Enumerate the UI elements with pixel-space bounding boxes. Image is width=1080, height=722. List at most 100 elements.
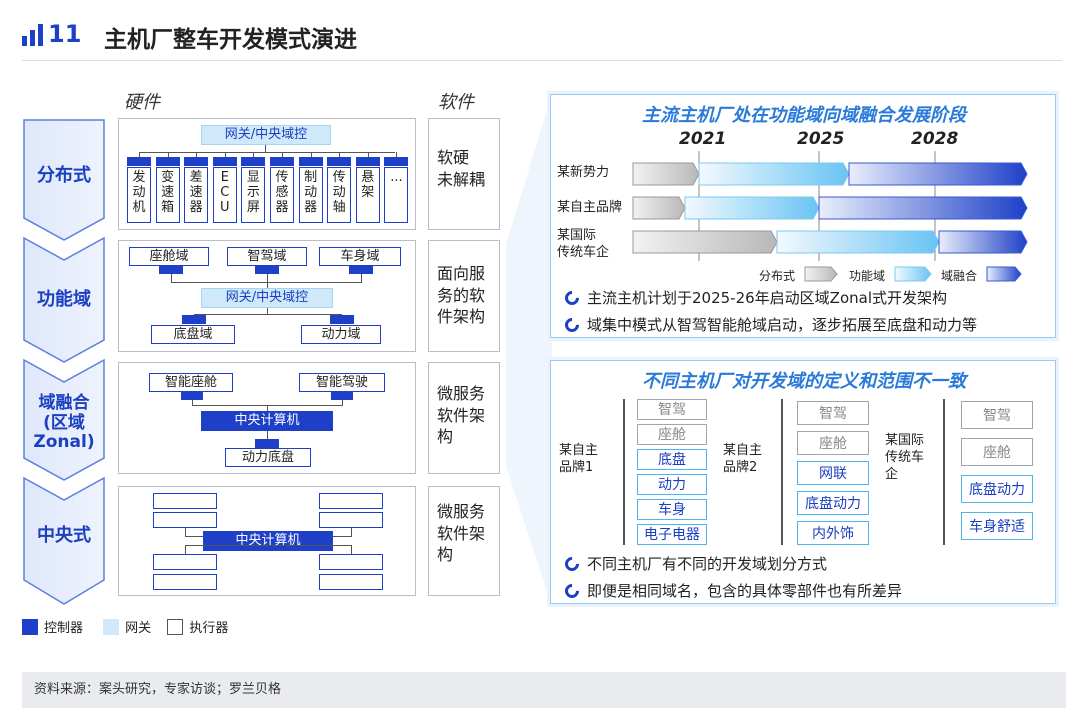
- domain-tag: 座舱: [961, 438, 1033, 466]
- page-title: 主机厂整车开发模式演进: [104, 27, 357, 53]
- connector: [396, 152, 398, 157]
- connector: [139, 152, 395, 153]
- bullet-icon: [562, 288, 582, 308]
- domain-tag: 座舱: [637, 424, 707, 445]
- domain-tag: 底盘: [637, 449, 707, 470]
- domain-smart-driving: 智能驾驶: [299, 373, 385, 392]
- stage-chevrons: [23, 119, 105, 605]
- actuator-box: [153, 493, 217, 509]
- ecu-component: 差 速 器: [184, 167, 209, 223]
- domain-tag: 车身舒适: [961, 512, 1033, 540]
- controller-block: [127, 157, 151, 166]
- domain-chassis: 底盘域: [151, 325, 235, 344]
- central-computer: 中央计算机: [201, 411, 333, 431]
- legend-controller: 控制器: [44, 621, 84, 636]
- connector: [310, 152, 312, 157]
- connector: [224, 152, 226, 157]
- domain-cockpit: 座舱域: [129, 247, 209, 266]
- legend: 控制器 网关 执行器: [22, 617, 228, 636]
- domain-tag: 内外饰: [797, 521, 869, 545]
- ecu-component: 传 动 轴: [327, 167, 352, 223]
- divider: [623, 399, 625, 545]
- actuator-box: [153, 512, 217, 528]
- controller-block: [155, 157, 180, 166]
- actuator-box: [319, 574, 383, 590]
- hardware-column-header: 硬件: [124, 92, 160, 113]
- ecu-component: ...: [384, 167, 409, 223]
- software-functional: 面向服 务的软 件架构: [428, 240, 500, 352]
- oem-3-label: 某国际 传统车 企: [885, 433, 925, 482]
- ecu-component: 制 动 器: [298, 167, 323, 223]
- domain-tag: 电子电器: [637, 524, 707, 545]
- bullet-icon: [562, 315, 582, 335]
- row-local-brand: 某自主品牌: [557, 200, 623, 215]
- legend-distributed: 分布式: [759, 269, 796, 283]
- connector: [265, 145, 266, 153]
- controller-block: [255, 265, 279, 274]
- stage-central: 中央式: [37, 525, 91, 546]
- source-footer: 资料来源：案头研究，专家访谈；罗兰贝格: [22, 672, 1066, 708]
- controller-block: [184, 157, 209, 166]
- software-column-header: 软件: [438, 92, 474, 113]
- connector: [267, 308, 268, 314]
- connector: [196, 152, 198, 157]
- connector: [139, 152, 140, 157]
- panel-domain-definitions: 不同主机厂对开发域的定义和范围不一致 某自主 品牌1 智驾座舱底盘动力车身电子电…: [550, 360, 1056, 604]
- software-zonal: 微服务 软件架 构: [428, 362, 500, 474]
- domain-powertrain: 动力域: [301, 325, 381, 344]
- domain-tag: 底盘动力: [961, 475, 1033, 503]
- actuator-box: [319, 512, 383, 528]
- panel1-bullet-1: 主流主机计划于2025-26年启动区域Zonal式开发架构: [562, 287, 947, 308]
- domain-smart-cockpit: 智能座舱: [149, 373, 233, 392]
- connector: [267, 431, 268, 439]
- connector: [171, 274, 172, 282]
- connector: [339, 152, 341, 157]
- controller-block: [255, 439, 279, 448]
- actuator-box: [319, 554, 383, 570]
- legend-actuator: 执行器: [189, 621, 229, 636]
- actuator-box: [319, 493, 383, 509]
- domain-tag: 底盘动力: [797, 491, 869, 515]
- ecu-component: 发 动 机: [127, 167, 151, 223]
- panel2-title: 不同主机厂对开发域的定义和范围不一致: [642, 371, 966, 392]
- legend-gateway-swatch: [103, 619, 120, 635]
- zonal-hardware: 智能座舱 智能驾驶 中央计算机 动力底盘: [118, 362, 416, 474]
- bullet-icon: [562, 581, 582, 601]
- panel1-title: 主流主机厂处在功能域向域融合发展阶段: [642, 105, 966, 126]
- power-chassis: 动力底盘: [225, 448, 311, 467]
- legend-functional: 功能域: [849, 269, 886, 283]
- controller-block: [330, 315, 354, 324]
- ecu-component: 传 感 器: [270, 167, 294, 223]
- connector: [194, 314, 342, 315]
- connector: [185, 545, 352, 546]
- domain-tag: 车身: [637, 499, 707, 520]
- connector: [171, 282, 362, 283]
- controller-block: [159, 265, 183, 274]
- central-computer: 中央计算机: [203, 531, 333, 551]
- divider: [943, 399, 945, 545]
- controller-block: [384, 157, 409, 166]
- bullet-icon: [562, 554, 582, 574]
- controller-block: [355, 157, 380, 166]
- controller-block: [241, 157, 266, 166]
- divider: [781, 399, 783, 545]
- connector: [282, 152, 283, 157]
- legend-controller-swatch: [22, 619, 38, 635]
- controller-block: [349, 265, 373, 274]
- year-2025: 2025: [797, 129, 845, 149]
- central-hardware: 中央计算机: [118, 486, 416, 596]
- connector: [267, 405, 268, 411]
- oem-1-label: 某自主 品牌1: [559, 443, 599, 475]
- connector: [342, 400, 343, 405]
- ecu-component: 显 示 屏: [241, 167, 266, 223]
- panel-oem-timeline: 主流主机厂处在功能域向域融合发展阶段 2021 2025 2028 某新势力 某…: [550, 94, 1056, 338]
- ecu-component: E C U: [212, 167, 237, 223]
- controller-block: [298, 157, 323, 166]
- actuator-box: [153, 574, 217, 590]
- legend-gateway: 网关: [125, 621, 152, 636]
- panel1-bullet-2: 域集中模式从智驾智能舱域启动，逐步拓展至底盘和动力等: [562, 314, 977, 335]
- functional-hardware: 座舱域 智驾域 车身域 网关/中央域控 底盘域 动力域: [118, 240, 416, 352]
- ecu-component: 变 速 箱: [155, 167, 180, 223]
- connector: [351, 528, 352, 536]
